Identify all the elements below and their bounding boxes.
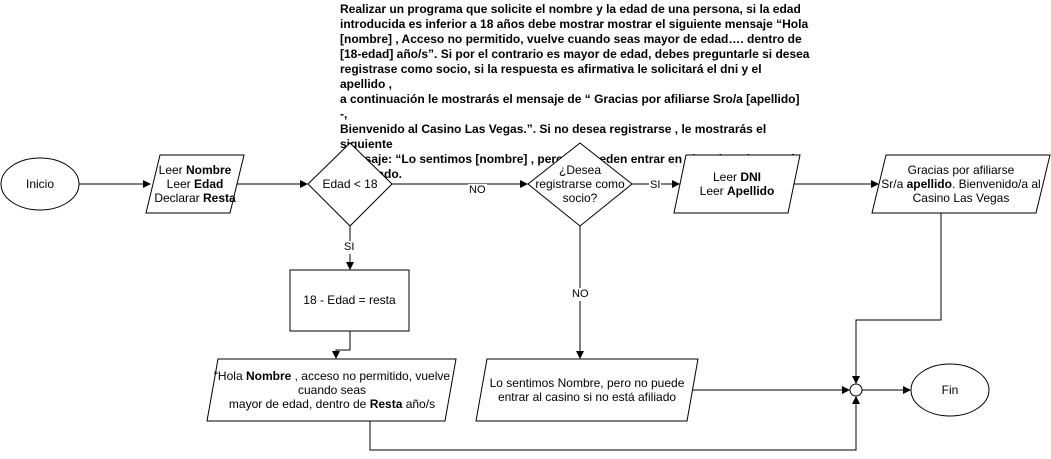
var-age: Edad	[194, 177, 224, 191]
text: Casino Las Vegas	[912, 191, 1010, 205]
text: Leer	[166, 177, 194, 191]
denied-message-node	[206, 358, 457, 422]
denied-message-label: “Hola Nombre , acceso no permitido, vuel…	[212, 369, 452, 411]
age-decision-label: Edad < 18	[322, 177, 378, 191]
text: año/s	[402, 397, 436, 411]
text: Sr/a	[881, 177, 907, 191]
description-line: a continuación le mostrarás el mensaje d…	[340, 92, 800, 121]
input-name-age-label: Leer Nombre Leer Edad Declarar Resta	[150, 163, 240, 205]
calc-rest-label: 18 - Edad = resta	[303, 293, 396, 307]
var-name: Nombre	[245, 369, 292, 383]
text: “Hola	[213, 369, 246, 383]
text: mayor de edad, dentro de	[228, 397, 370, 411]
text: Declarar	[154, 191, 203, 205]
end-label: Fin	[941, 383, 959, 397]
text: Leer	[712, 170, 741, 184]
input-dni-surname-label: Leer DNI Leer Apellido	[680, 170, 794, 198]
text: . Bienvenido/a al	[951, 177, 1041, 191]
edge-label-no: NO	[468, 184, 487, 197]
problem-description: Realizar un programa que solicite el nom…	[340, 2, 810, 182]
text: socio?	[562, 191, 598, 205]
var-dni: DNI	[740, 170, 762, 184]
description-line: [nombre] , Acceso no permitido, vuelve c…	[340, 32, 802, 46]
text: entrar al casino si no está afiliado	[497, 390, 677, 404]
text: Leer	[158, 163, 186, 177]
text: cuando seas	[297, 383, 367, 397]
var-rest: Resta	[203, 191, 236, 205]
end-node	[910, 363, 990, 417]
edge-label-yes: SI	[649, 179, 662, 192]
var-surname: apellido	[906, 177, 952, 191]
text: registrarse como	[535, 177, 625, 191]
var-name: Nombre	[186, 163, 232, 177]
register-decision-label: ¿Desea registrarse como socio?	[528, 163, 632, 205]
start-label: Inicio	[25, 177, 54, 191]
text: , acceso no permitido, vuelve	[291, 369, 451, 383]
edge-denied-to-merge	[369, 396, 860, 451]
sorry-message-label: Lo sentimos Nombre, pero no puede entrar…	[480, 376, 694, 404]
text: Leer	[699, 184, 727, 198]
text: Lo sentimos Nombre, pero no puede	[489, 376, 685, 390]
var-surname: Apellido	[727, 184, 775, 198]
welcome-message-label: Gracias por afiliarse Sr/a apellido. Bie…	[876, 163, 1046, 205]
welcome-message-node	[871, 154, 1051, 214]
description-line: registrase como socio, si la respuesta e…	[340, 62, 762, 91]
edge-calc-to-message	[332, 331, 351, 359]
input-name-age-node	[145, 154, 245, 214]
input-dni-surname-node	[673, 154, 801, 214]
description-line: [18-edad] año/s”. Si por el contrario es…	[340, 47, 810, 61]
description-line: introducida es inferior a 18 años debe m…	[340, 17, 809, 31]
text: Gracias por afiliarse	[907, 163, 1015, 177]
edge-label-yes: SI	[343, 241, 356, 254]
description-line: Realizar un programa que solicite el nom…	[340, 2, 801, 16]
sorry-message-node	[475, 358, 699, 422]
edge-label-no: NO	[571, 288, 590, 301]
merge-node	[849, 383, 863, 397]
var-rest: Resta	[369, 397, 403, 411]
text: ¿Desea	[558, 163, 602, 177]
edge-welcome-to-merge	[852, 213, 942, 384]
